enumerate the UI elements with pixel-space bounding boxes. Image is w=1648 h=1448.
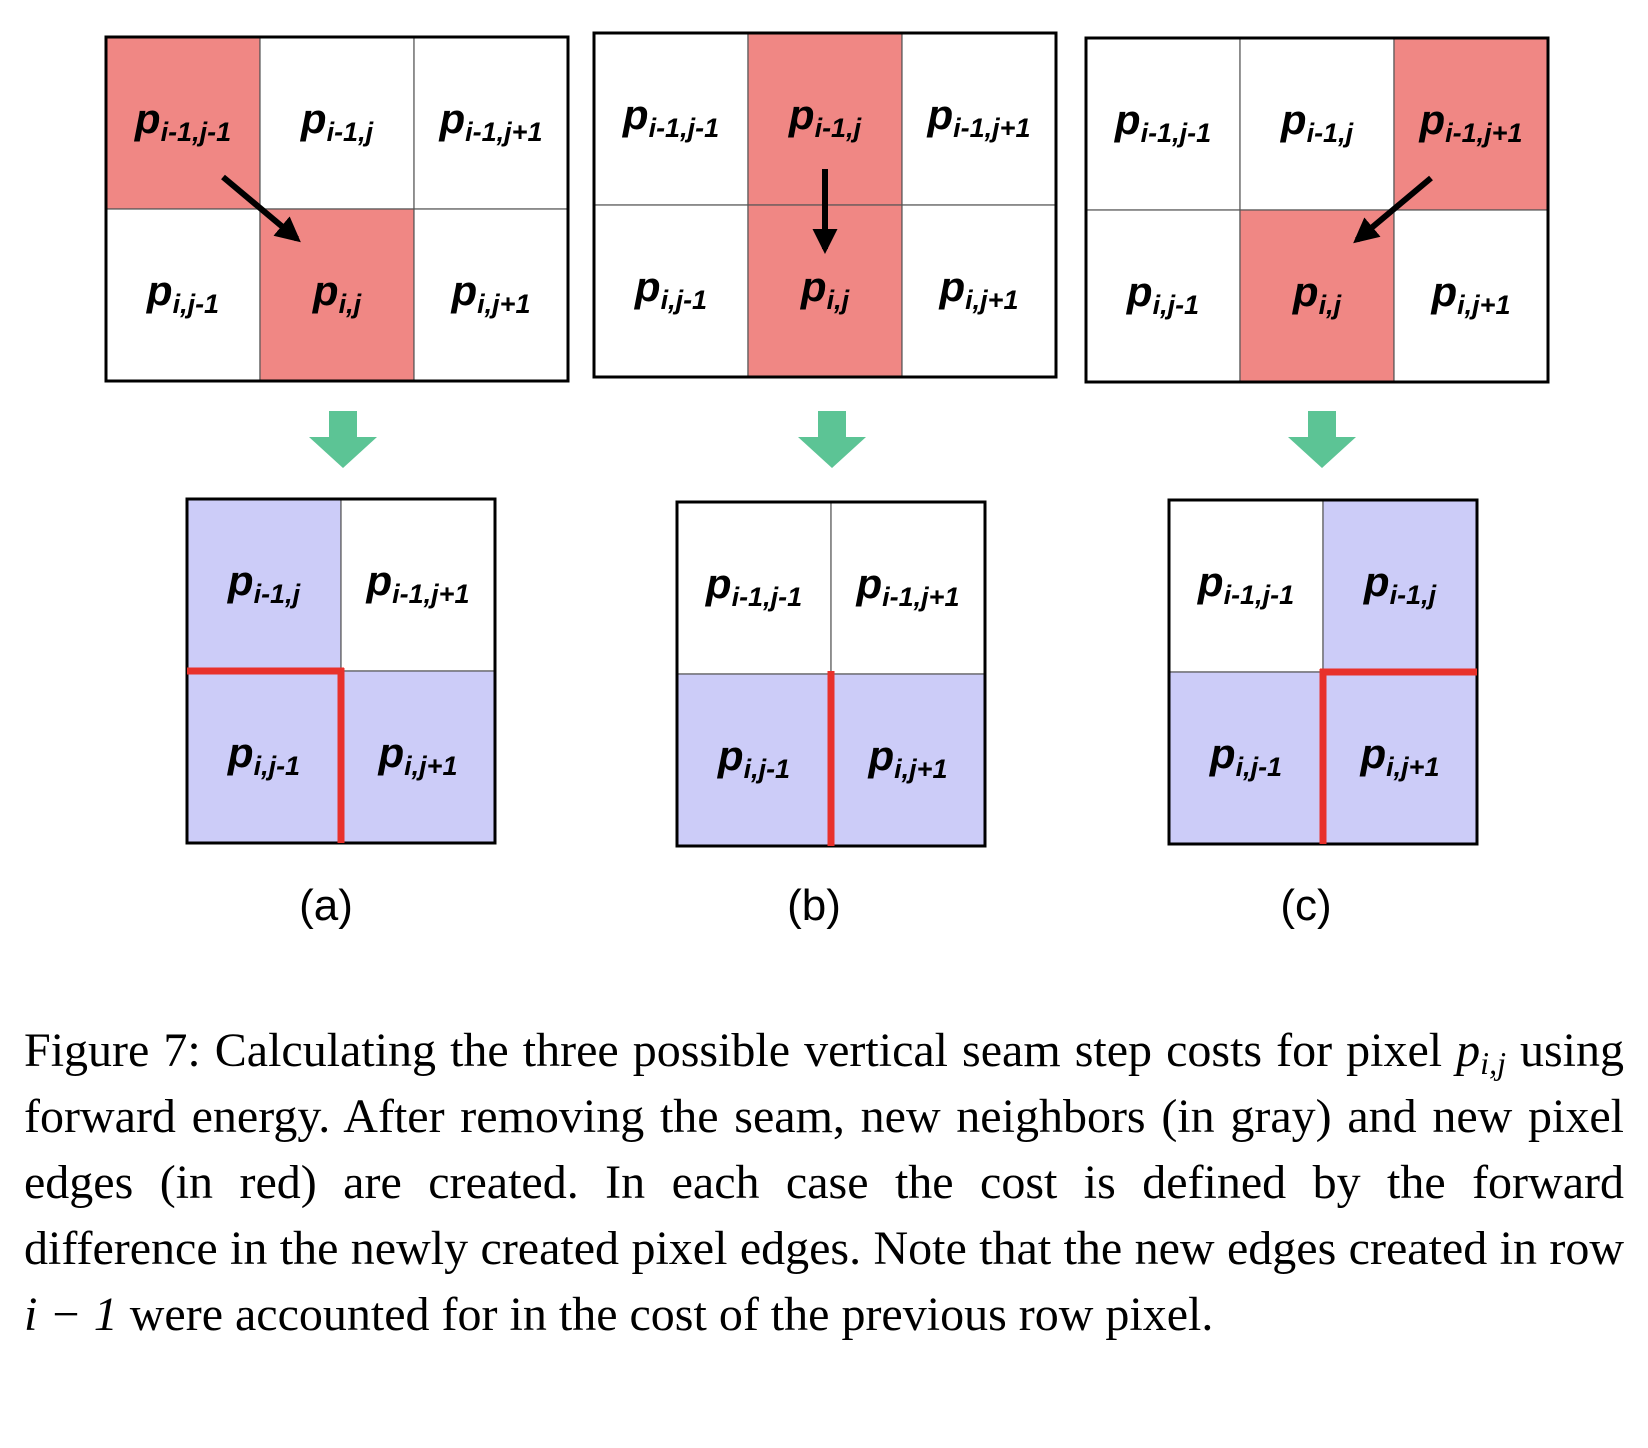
pixel-label: pi-1,j <box>788 91 862 143</box>
top-grid-border <box>1084 36 1550 384</box>
pixel-label: pi,j <box>800 263 850 315</box>
grid-cell <box>593 32 749 206</box>
grid-cell <box>1239 37 1395 211</box>
pixel-label: pi-1,j <box>300 95 374 147</box>
grid-cell <box>901 204 1057 378</box>
pixel-label: pi-1,j-1 <box>1197 558 1294 610</box>
top-grid-a: pi-1,j-1 pi-1,j pi-1,j+1 pi,j-1 pi,j pi,j+1 <box>104 35 570 383</box>
caption-math-pixel: pi,j <box>1456 1024 1506 1081</box>
pixel-label: pi-1,j+1 <box>439 95 543 147</box>
caption-text-3: were accounted for in the cost of the pr… <box>129 1288 1214 1341</box>
pixel-label: pi,j-1 <box>1209 730 1282 782</box>
grid-cell <box>593 204 749 378</box>
caption-math-row: i − 1 <box>24 1288 118 1341</box>
grid-cell <box>676 673 832 847</box>
caption-text-1: Calculating the three possible vertical … <box>214 1024 1443 1077</box>
pixel-label: pi,j-1 <box>634 263 707 315</box>
grid-cell <box>1168 671 1324 845</box>
down-arrow-icon <box>1288 411 1356 468</box>
pixel-label: pi,j+1 <box>1360 730 1440 782</box>
top-grid-border <box>104 35 570 383</box>
pixel-label: pi,j+1 <box>451 267 531 319</box>
bottom-grid-c: pi-1,j-1 pi-1,j pi,j-1 pi,j+1 <box>1167 498 1479 846</box>
grid-cell <box>340 498 496 672</box>
pixel-label: pi-1,j-1 <box>622 91 719 143</box>
pixel-label: pi-1,j+1 <box>366 557 470 609</box>
pixel-label: pi,j <box>1292 268 1342 320</box>
subfigure-label-a: (a) <box>299 881 353 930</box>
caption-prefix: Figure 7: <box>24 1024 201 1077</box>
grid-cell <box>1393 209 1549 383</box>
grid-cell <box>105 36 261 210</box>
subfigure-label-b: (b) <box>787 881 841 930</box>
grid-cell <box>1322 499 1478 673</box>
pixel-label: pi,j+1 <box>378 729 458 781</box>
caption-text-2: using forward energy. After removing the… <box>24 1024 1625 1275</box>
pixel-label: pi-1,j <box>1363 558 1437 610</box>
pixel-label: pi,j-1 <box>227 729 300 781</box>
pixel-label: pi-1,j-1 <box>705 560 802 612</box>
top-grid-c: pi-1,j-1 pi-1,j pi-1,j+1 pi,j-1 pi,j pi,j+1 <box>1084 36 1550 384</box>
pixel-label: pi,j+1 <box>868 732 948 784</box>
pixel-label: pi-1,j+1 <box>856 560 960 612</box>
pixel-label: pi,j <box>312 267 362 319</box>
bottom-grid-b: pi-1,j-1 pi-1,j+1 pi,j-1 pi,j+1 <box>675 500 987 848</box>
seam-step-arrow <box>221 174 301 243</box>
figure-caption: Figure 7: Calculating the three possible… <box>24 1018 1624 1348</box>
bottom-grid-a: pi-1,j pi-1,j+1 pi,j-1 pi,j+1 <box>185 497 497 845</box>
top-grid-border <box>592 31 1058 379</box>
pixel-label: pi-1,j+1 <box>1419 96 1523 148</box>
subfigure-label-c: (c) <box>1280 881 1331 930</box>
grid-cell <box>830 501 986 675</box>
pixel-label: pi,j+1 <box>939 263 1019 315</box>
pixel-label: pi-1,j <box>227 557 301 609</box>
down-arrow-icon <box>309 411 377 468</box>
grid-cell <box>105 208 261 382</box>
pixel-label: pi-1,j <box>1280 96 1354 148</box>
pixel-label: pi,j+1 <box>1431 268 1511 320</box>
grid-cell <box>186 498 342 672</box>
pixel-label: pi,j-1 <box>1126 268 1199 320</box>
pixel-label: pi-1,j-1 <box>1114 96 1211 148</box>
down-arrow-icon <box>798 411 866 468</box>
pixel-label: pi-1,j-1 <box>134 95 231 147</box>
grid-cell <box>340 670 496 844</box>
grid-cell <box>830 673 986 847</box>
grid-cell <box>901 32 1057 206</box>
grid-cell <box>413 208 569 382</box>
pixel-label: pi,j-1 <box>146 267 219 319</box>
pixel-label: pi,j-1 <box>717 732 790 784</box>
seam-step-arrow <box>1353 175 1433 244</box>
pixel-label: pi-1,j+1 <box>927 91 1031 143</box>
